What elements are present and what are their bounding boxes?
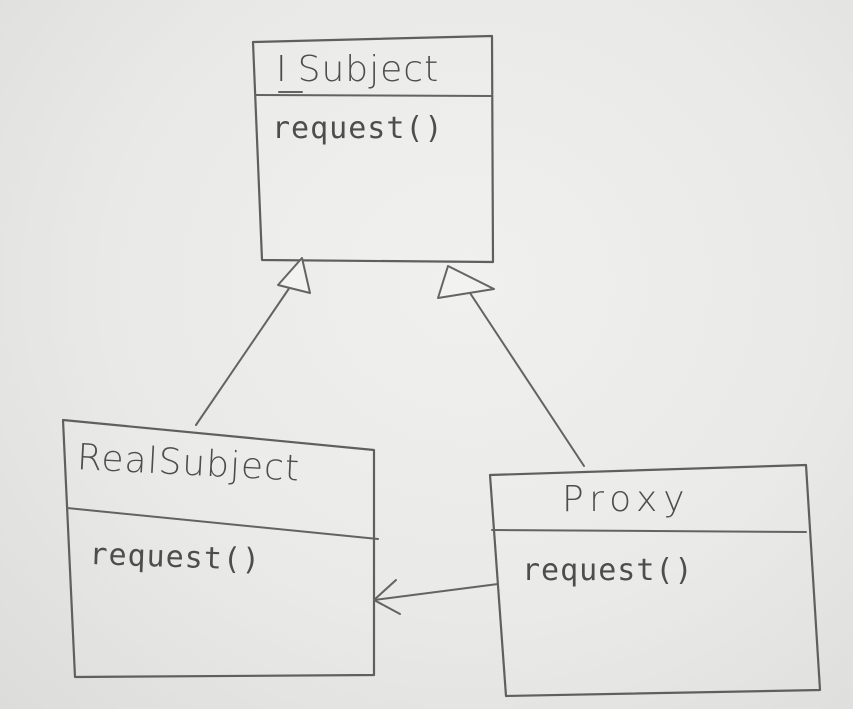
proxy-to-realsubject-arrow: [373, 579, 499, 615]
proxy-realization-arrow: [437, 265, 585, 467]
interface-title: Subject: [297, 49, 440, 90]
proxy-method: request(): [522, 553, 694, 588]
proxy-title: Proxy: [562, 479, 691, 520]
interface-method: request(): [272, 111, 444, 146]
isubject-class-box: [251, 34, 495, 264]
realsubject-class-box: [61, 418, 379, 679]
interface-prefix: I: [276, 49, 288, 90]
proxy-class-box: [488, 463, 822, 698]
realsubject-realization-arrow: [195, 257, 311, 426]
realsubject-method: request(): [88, 537, 262, 578]
